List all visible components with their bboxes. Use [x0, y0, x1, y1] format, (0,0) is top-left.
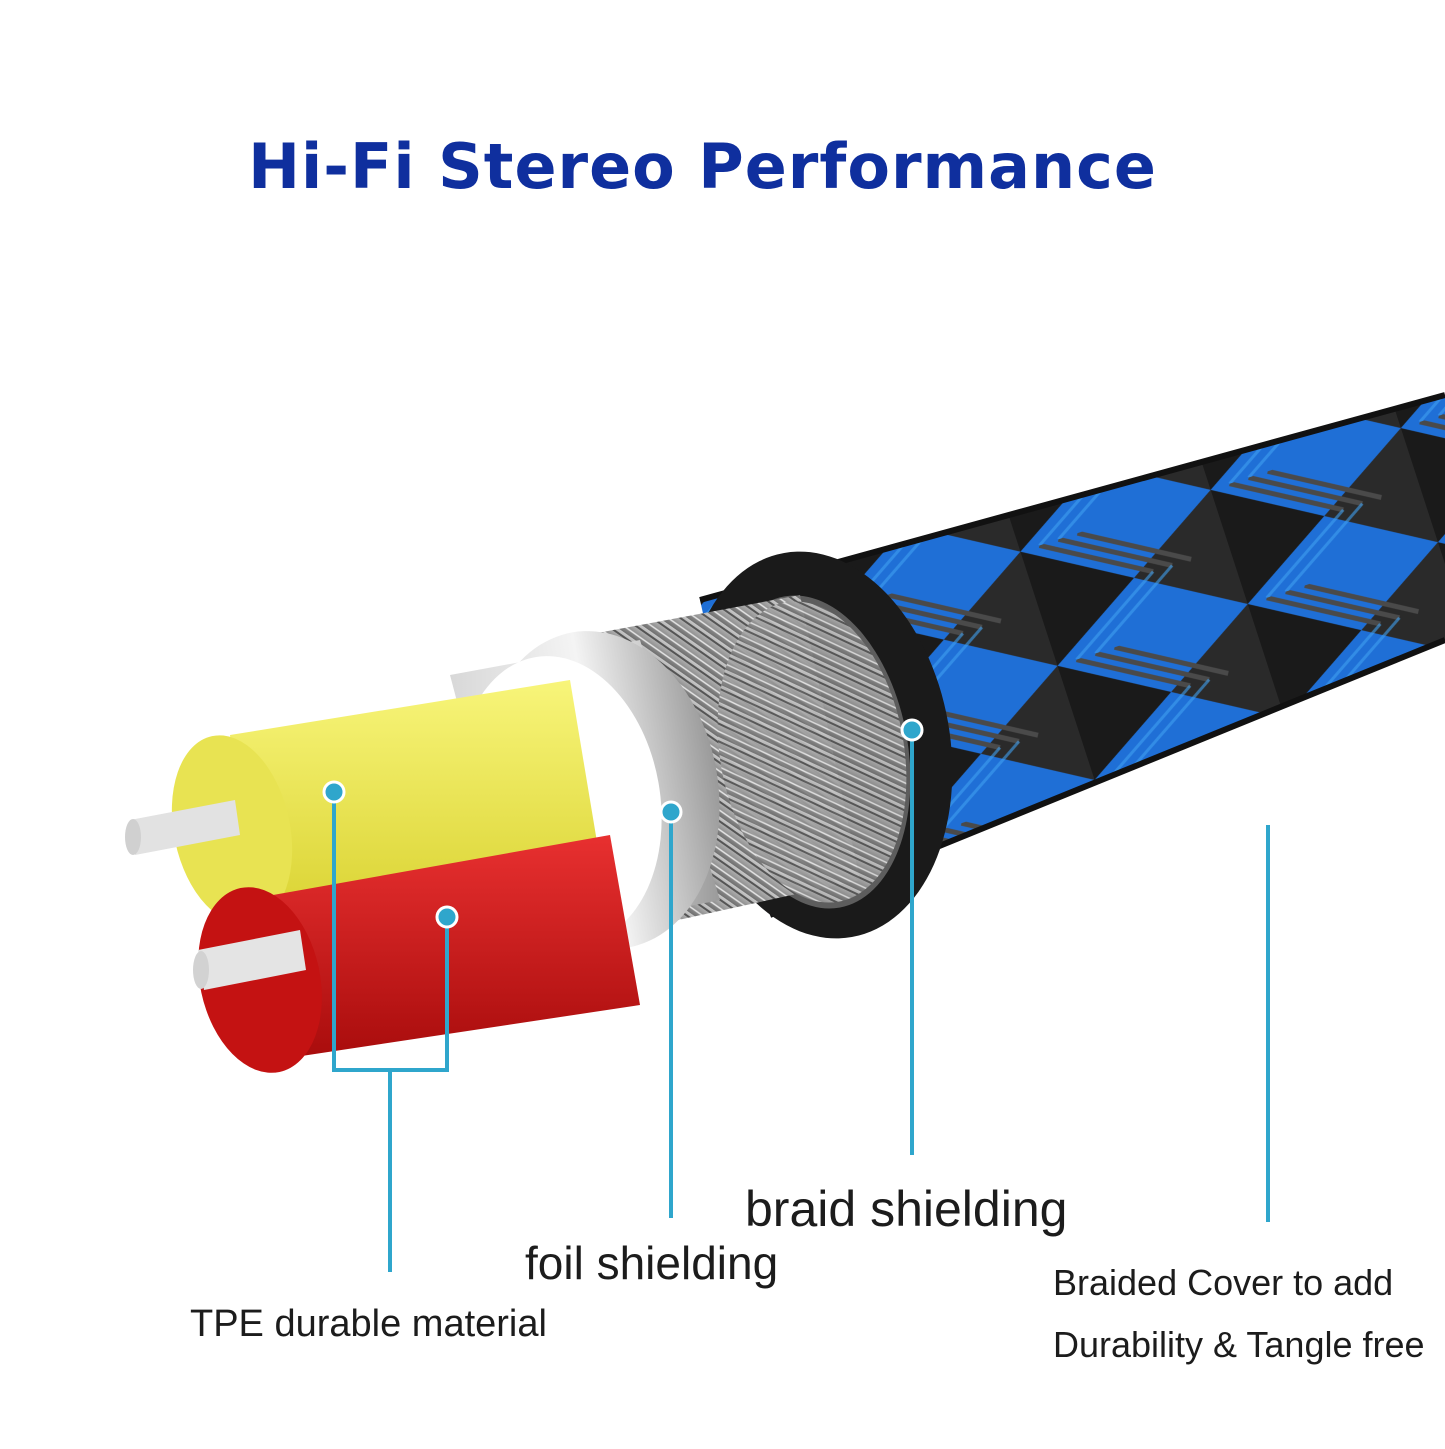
braided-cover-label-line1: Braided Cover to add [1053, 1262, 1394, 1303]
tpe-material-label: TPE durable material [190, 1303, 547, 1345]
braided-cover-label-line2: Durability & Tangle free [1053, 1324, 1425, 1365]
red-conductor [193, 835, 640, 1073]
braid-callout-dot [900, 718, 924, 742]
braid-shielding-label: braid shielding [745, 1181, 1068, 1237]
yellow-callout-dot [322, 780, 346, 804]
foil-callout-dot [659, 800, 683, 824]
callout-dots [322, 718, 924, 929]
callout-lines [332, 730, 1270, 1272]
foil-shielding-label: foil shielding [525, 1237, 779, 1289]
page-title: Hi-Fi Stereo Performance [248, 130, 1157, 203]
red-callout-dot [435, 905, 459, 929]
